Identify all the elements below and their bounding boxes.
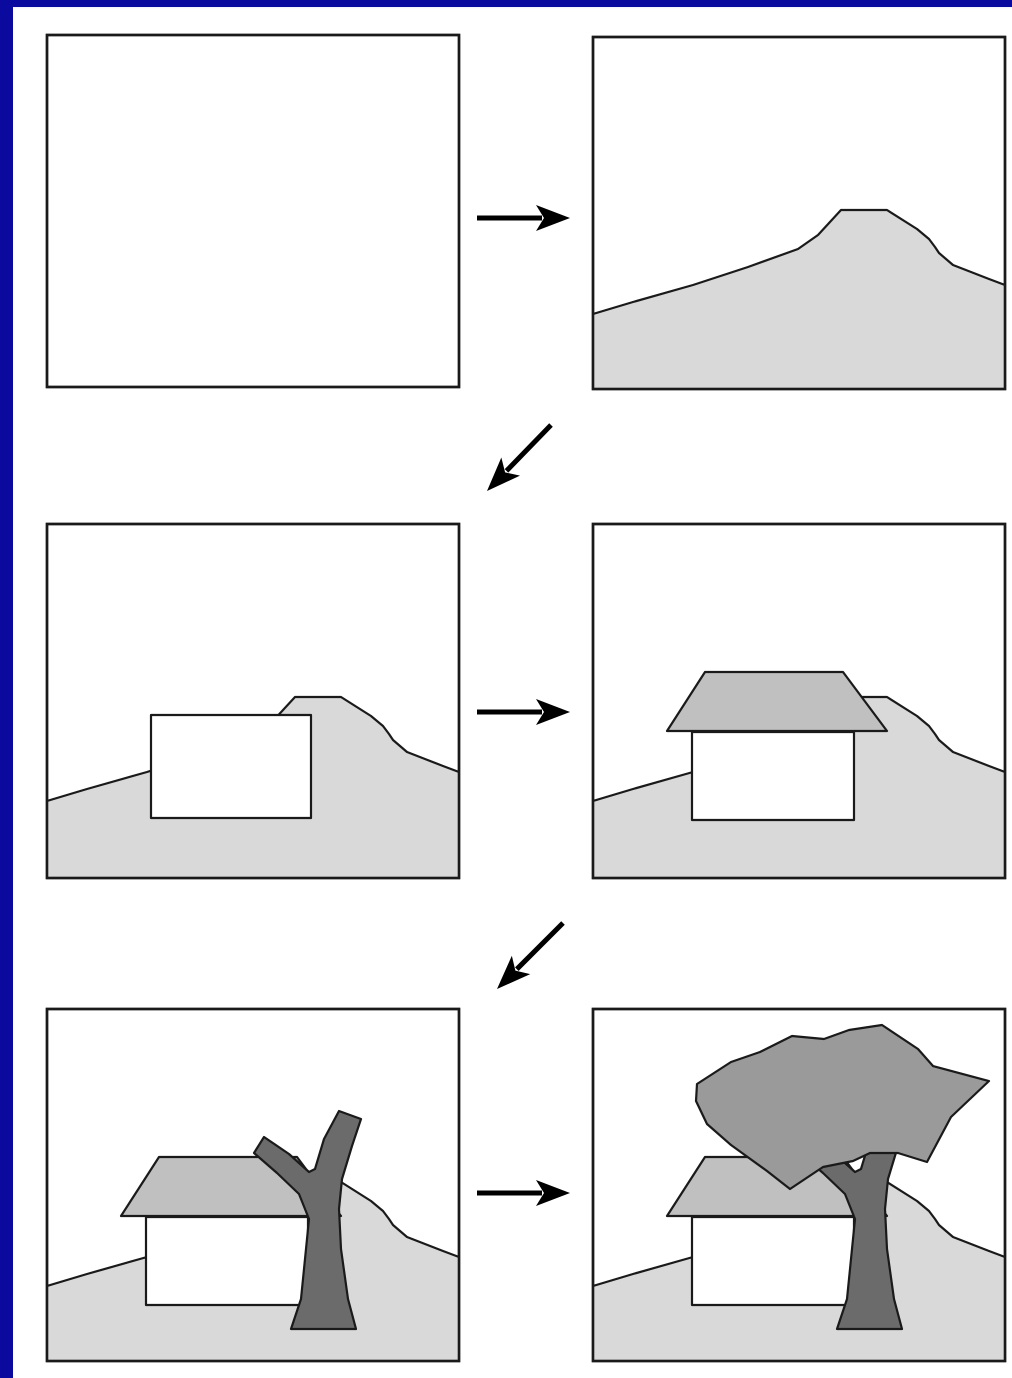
arrow-diagonal-1 (487, 425, 551, 491)
panel-hill-house-roof (593, 524, 1005, 878)
panels-group (47, 35, 1005, 1361)
house-block-shape (151, 715, 311, 818)
right-arrow-icon (477, 205, 570, 231)
panel-empty-canvas (47, 35, 459, 387)
panel-hill-house-block (47, 524, 459, 878)
down-left-arrow-icon (497, 923, 563, 989)
arrow-right-2 (477, 699, 570, 725)
arrow-right-1 (477, 205, 570, 231)
house-walls-shape (692, 732, 854, 820)
right-arrow-icon (477, 699, 570, 725)
blue-frame-top (0, 0, 1012, 7)
down-left-arrow-icon (487, 425, 551, 491)
house-walls-shape (146, 1217, 308, 1305)
arrow-diagonal-2 (497, 923, 563, 989)
panel-background (47, 35, 459, 387)
arrow-shaft (506, 425, 551, 471)
arrow-shaft (517, 923, 563, 969)
house-walls-shape (692, 1217, 854, 1305)
right-arrow-icon (477, 1180, 570, 1206)
arrows-group (477, 205, 570, 1206)
arrow-right-3 (477, 1180, 570, 1206)
panel-hill-house-trunk (47, 1009, 459, 1361)
blue-frame-left (0, 0, 13, 1378)
panel-hill (593, 37, 1005, 389)
panel-complete-scene (593, 1009, 1005, 1361)
